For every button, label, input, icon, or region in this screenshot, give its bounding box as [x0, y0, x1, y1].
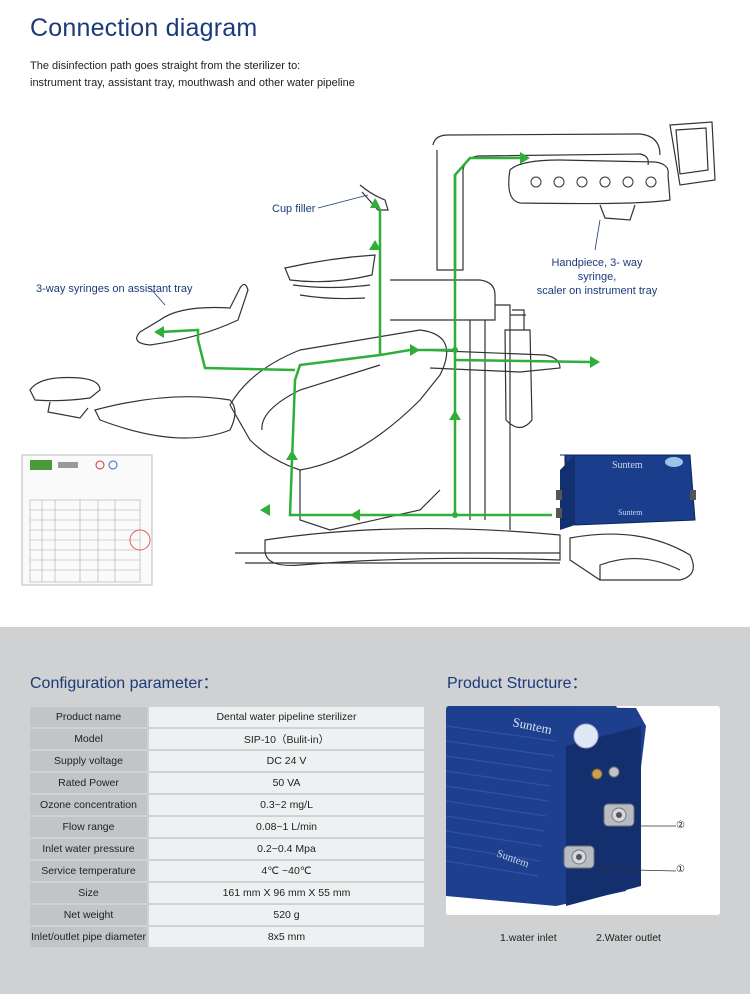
page-subtitle: The disinfection path goes straight from… [30, 58, 355, 92]
label-instrument-tray: Handpiece, 3- way syringe, scaler on ins… [533, 256, 661, 298]
marker-outlet: ② [676, 820, 685, 831]
test-certificate-illustration [21, 454, 153, 586]
sterilizer-device-illustration: Suntem Suntem [556, 454, 696, 530]
label-handpiece-line-2: scaler on instrument tray [536, 285, 658, 297]
config-value: 50 VA [147, 773, 424, 793]
config-value: 0.2~0.4 Mpa [147, 839, 424, 859]
config-key: Inlet/outlet pipe diameter [30, 927, 147, 947]
flow-arrows [154, 152, 600, 521]
label-handpiece-line-1: Handpiece, 3- way syringe, [551, 257, 643, 283]
config-key: Size [30, 883, 147, 903]
config-value: 4℃ ~40℃ [147, 861, 424, 881]
config-value: DC 24 V [147, 751, 424, 771]
config-value: SIP-10（Bulit-in） [147, 729, 424, 749]
config-value: 8x5 mm [147, 927, 424, 947]
sterilizer-device-closeup: Suntem Suntem [446, 706, 720, 915]
dental-chair-outline [29, 121, 716, 581]
config-key: Rated Power [30, 773, 147, 793]
config-value: 520 g [147, 905, 424, 925]
config-value: 161 mm X 96 mm X 55 mm [147, 883, 424, 903]
structure-title: Product Structure： [447, 675, 588, 692]
device-brand-top: Suntem [612, 460, 643, 471]
config-key: Net weight [30, 905, 147, 925]
page-title: Connection diagram [30, 14, 258, 42]
config-value: 0.08~1 L/min [147, 817, 424, 837]
config-key: Service temperature [30, 861, 147, 881]
config-title: Configuration parameter： [30, 675, 219, 692]
connector-leader-lines [595, 825, 677, 872]
handpiece-holders [530, 176, 657, 188]
subtitle-line-1: The disinfection path goes straight from… [30, 60, 301, 72]
water-inlet-connector [563, 845, 595, 869]
config-key: Product name [30, 707, 147, 727]
dental-chair-diagram: Suntem Suntem [21, 121, 716, 586]
label-assistant-tray: 3-way syringes on assistant tray [36, 283, 193, 295]
config-value: 0.3~2 mg/L [147, 795, 424, 815]
config-key: Flow range [30, 817, 147, 837]
marker-inlet: ① [676, 864, 685, 875]
product-structure-image: Suntem Suntem ② ① [446, 706, 720, 915]
config-value: Dental water pipeline sterilizer [147, 707, 424, 727]
config-key: Supply voltage [30, 751, 147, 771]
subtitle-line-2: instrument tray, assistant tray, mouthwa… [30, 77, 355, 89]
config-key: Model [30, 729, 147, 749]
device-cooling-ribs [446, 725, 557, 877]
water-pipeline-path [159, 156, 591, 517]
water-outlet-connector [603, 803, 635, 827]
device-brand-side: Suntem [618, 508, 643, 517]
caption-water-outlet: 2.Water outlet [596, 932, 661, 944]
caption-water-inlet: 1.water inlet [500, 932, 557, 944]
config-key: Inlet water pressure [30, 839, 147, 859]
label-cup-filler: Cup filler [272, 203, 316, 215]
leader-lines [149, 194, 601, 306]
config-key: Ozone concentration [30, 795, 147, 815]
